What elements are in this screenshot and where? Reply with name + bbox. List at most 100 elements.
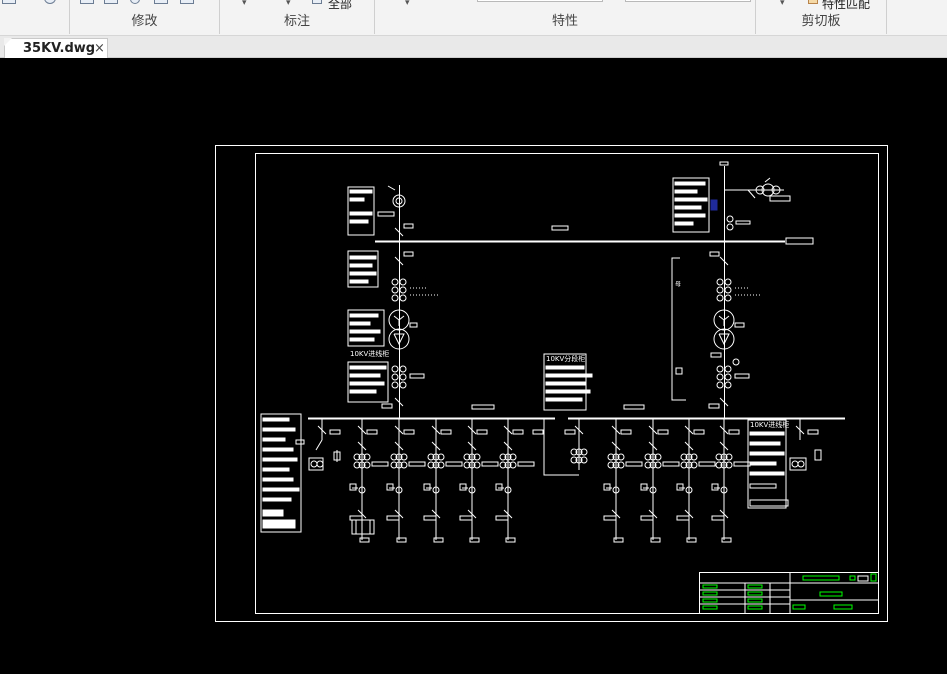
feeder-ct (395, 453, 403, 461)
feeder-cable-tag (423, 515, 437, 521)
feeder-tag (476, 429, 488, 435)
annotation-all-label[interactable]: 全部 (328, 0, 353, 11)
pt-cabinet-left (308, 418, 341, 471)
feeder-ct (499, 453, 507, 461)
ribbon: 修改 ▾ ▾ 全部 标注 ▾ 特性 ▾ 特性匹配 剪切板 (0, 0, 947, 36)
panel-label-modify[interactable]: 修改 (131, 14, 158, 29)
sectional-ct (570, 456, 578, 464)
feeder-ct (437, 453, 445, 461)
move-icon[interactable] (80, 0, 94, 4)
feeder-ct (358, 453, 366, 461)
close-icon[interactable]: × (94, 41, 105, 56)
stretch-icon[interactable] (180, 0, 194, 4)
feeder-ct (720, 461, 728, 469)
feeder-earth-box (423, 483, 431, 491)
feeder-ct (715, 461, 723, 469)
feeder-earth-switch (719, 509, 729, 519)
feeder-end-tag (433, 537, 444, 543)
left-incoming-column: 10KV进线柜 (347, 185, 438, 418)
chevron-down-icon[interactable]: ▾ (780, 0, 785, 8)
chevron-down-icon[interactable]: ▾ (405, 0, 410, 8)
tab-35kv-dwg[interactable]: 35KV.dwg × (4, 38, 108, 59)
feeder-cable-tag (711, 515, 725, 521)
sectional-ct (580, 456, 588, 464)
chevron-down-icon[interactable]: ▾ (242, 0, 247, 8)
tab-label[interactable]: 35KV.dwg (23, 41, 96, 56)
feeder-earth-box (495, 483, 503, 491)
feeder-tag (440, 429, 452, 435)
panel-clipboard: ▾ 特性匹配 剪切板 (756, 0, 887, 34)
panel-annotation: ▾ ▾ 全部 标注 (220, 0, 375, 34)
tab-corner-marker (4, 38, 12, 46)
sectional-ct (575, 456, 583, 464)
capacitor-bank (351, 519, 375, 535)
feeder-ct (654, 453, 662, 461)
feeder-tag (512, 429, 524, 435)
feeder-tag (366, 429, 378, 435)
feeder-tag (403, 429, 415, 435)
feeder-ct (400, 453, 408, 461)
feeder-tag (657, 429, 669, 435)
feeder-ct-label (445, 461, 463, 467)
feeder-ct (400, 461, 408, 469)
feeder-disconnector (503, 425, 513, 435)
drawing-outer-frame (215, 145, 888, 622)
panel-label-clipboard[interactable]: 剪切板 (801, 14, 841, 29)
feeder-breaker (503, 441, 513, 451)
feeder-ct (463, 453, 471, 461)
mirror-icon[interactable] (154, 0, 168, 4)
feeder-ct (654, 461, 662, 469)
feeder-disconnector (719, 425, 729, 435)
feeder-breaker (357, 441, 367, 451)
feeder-ct (353, 461, 361, 469)
feeder-ct (607, 453, 615, 461)
feeder-ct (509, 461, 517, 469)
table-icon[interactable] (312, 0, 322, 4)
feeder-cable-tag (603, 515, 617, 521)
drawing-canvas[interactable]: 10KV进线柜 (0, 58, 947, 674)
feeder-ct (644, 461, 652, 469)
feeder-ct (358, 461, 366, 469)
file-tab-bar: 35KV.dwg × (0, 36, 947, 59)
feeder-disconnector (648, 425, 658, 435)
match-properties-icon[interactable] (808, 0, 818, 4)
pt-cabinet-right (789, 418, 822, 471)
sectional-ct (575, 448, 583, 456)
selected-grip-marker[interactable] (710, 199, 718, 211)
feeder-disconnector (611, 425, 621, 435)
feeder-ct (715, 453, 723, 461)
panel-left-partial (0, 0, 70, 34)
label-side-note: 母 (675, 281, 681, 288)
lineweight-dropdown[interactable] (625, 0, 751, 2)
feeder-legend-right: 10KV进线柜 (747, 419, 789, 509)
cad-drawing[interactable]: 10KV进线柜 (0, 58, 947, 674)
panel-label-properties[interactable]: 特性 (551, 14, 578, 29)
sectional-link (543, 418, 579, 476)
feeder-ct-label (733, 461, 751, 467)
match-properties-label[interactable]: 特性匹配 (822, 0, 871, 11)
feeder-cable-tag (640, 515, 654, 521)
feeder-arrester (395, 486, 403, 494)
panel-label-annotation[interactable]: 标注 (283, 14, 310, 29)
feeder-arrester (504, 486, 512, 494)
feeder-legend-left (260, 413, 305, 533)
rotate-icon[interactable] (130, 0, 140, 4)
bus-10kv-tag-left (471, 404, 495, 410)
partial-tool-icon[interactable] (2, 0, 16, 4)
sectional-legend: 10KV分段柜 (543, 353, 593, 411)
feeder-ct (437, 461, 445, 469)
feeder-ct (690, 461, 698, 469)
feeder-ct-label (481, 461, 499, 467)
linetype-dropdown[interactable] (477, 0, 603, 2)
feeder-ct-label (517, 461, 535, 467)
feeder-ct (427, 461, 435, 469)
feeder-earth-switch (684, 509, 694, 519)
feeder-end-tag (396, 537, 407, 543)
feeder-end-tag (721, 537, 732, 543)
feeder-cable-tag (386, 515, 400, 521)
feeder-earth-box (349, 483, 357, 491)
feeder-earth-box (459, 483, 467, 491)
sectional-ct (580, 448, 588, 456)
copy-icon[interactable] (104, 0, 118, 4)
chevron-down-icon[interactable]: ▾ (286, 0, 291, 8)
